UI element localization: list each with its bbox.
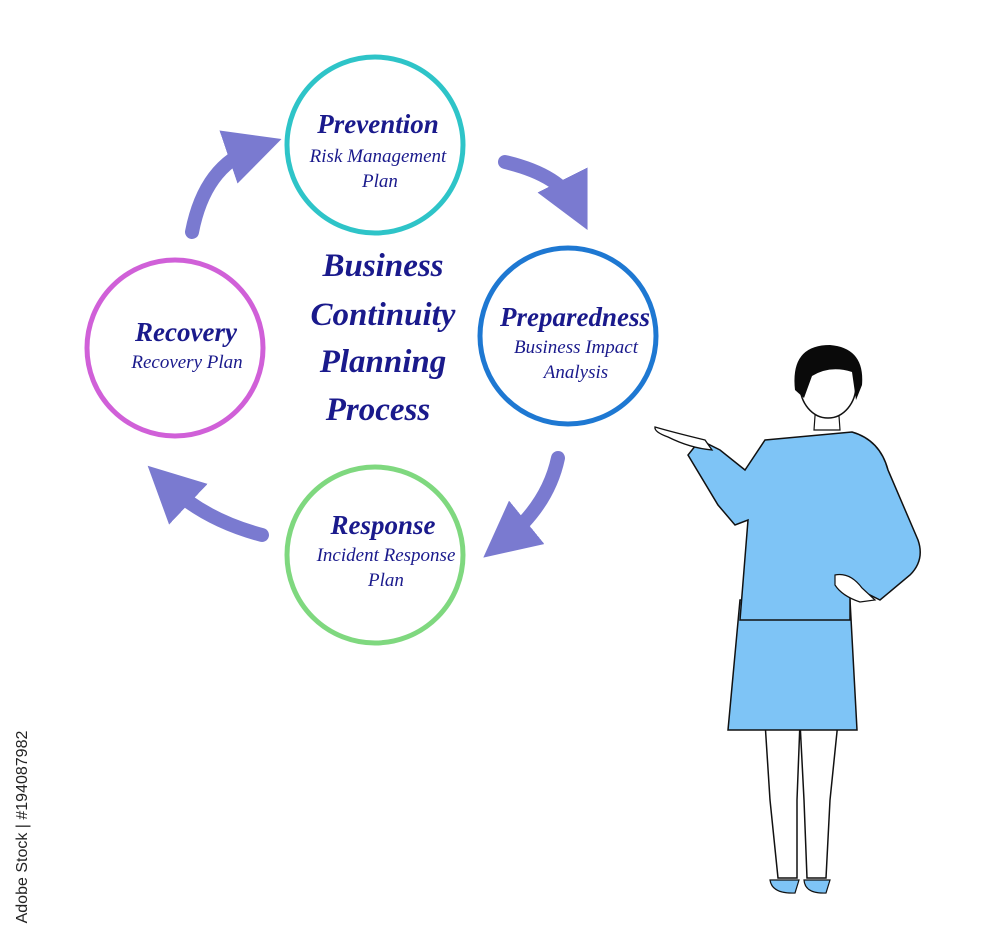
preparedness-sub-1: Business Impact	[514, 337, 639, 358]
presenter-jacket	[687, 431, 921, 621]
response-sub-2: Plan	[367, 570, 404, 591]
presenter-hair	[794, 345, 863, 400]
presenter-shoes	[769, 879, 831, 894]
prevention-sub-1: Risk Management	[309, 146, 447, 167]
prevention-circle	[284, 54, 466, 236]
preparedness-circle	[477, 245, 659, 427]
arrow-recovery-to-prevention	[185, 130, 282, 239]
arrow-preparedness-to-response	[483, 451, 565, 558]
stock-id-text: Adobe Stock | #194087982	[14, 730, 31, 924]
presenter-legs	[764, 721, 839, 879]
center-title-line-2: Continuity	[311, 297, 456, 333]
recovery-title: Recovery	[134, 317, 238, 347]
preparedness-title: Preparedness	[499, 302, 650, 332]
arrow-response-to-recovery	[147, 465, 269, 542]
recovery-circle	[84, 257, 266, 439]
center-title-line-4: Process	[325, 392, 430, 428]
preparedness-sub-2: Analysis	[542, 362, 608, 383]
center-title-line-1: Business	[321, 248, 443, 284]
presenter-hip-hand	[834, 573, 877, 603]
center-title-line-3: Planning	[319, 344, 447, 380]
prevention-title: Prevention	[316, 109, 439, 139]
prevention-sub-2: Plan	[361, 171, 398, 192]
presenter-hand	[654, 426, 714, 451]
recovery-sub-1: Recovery Plan	[130, 352, 242, 373]
arrow-prevention-to-preparedness	[498, 155, 588, 231]
response-sub-1: Incident Response	[316, 545, 456, 566]
stock-id-watermark: Adobe Stock | #194087982	[12, 712, 34, 942]
presenter-woman-illustration	[654, 345, 921, 894]
response-title: Response	[329, 510, 435, 540]
response-circle	[284, 464, 466, 646]
